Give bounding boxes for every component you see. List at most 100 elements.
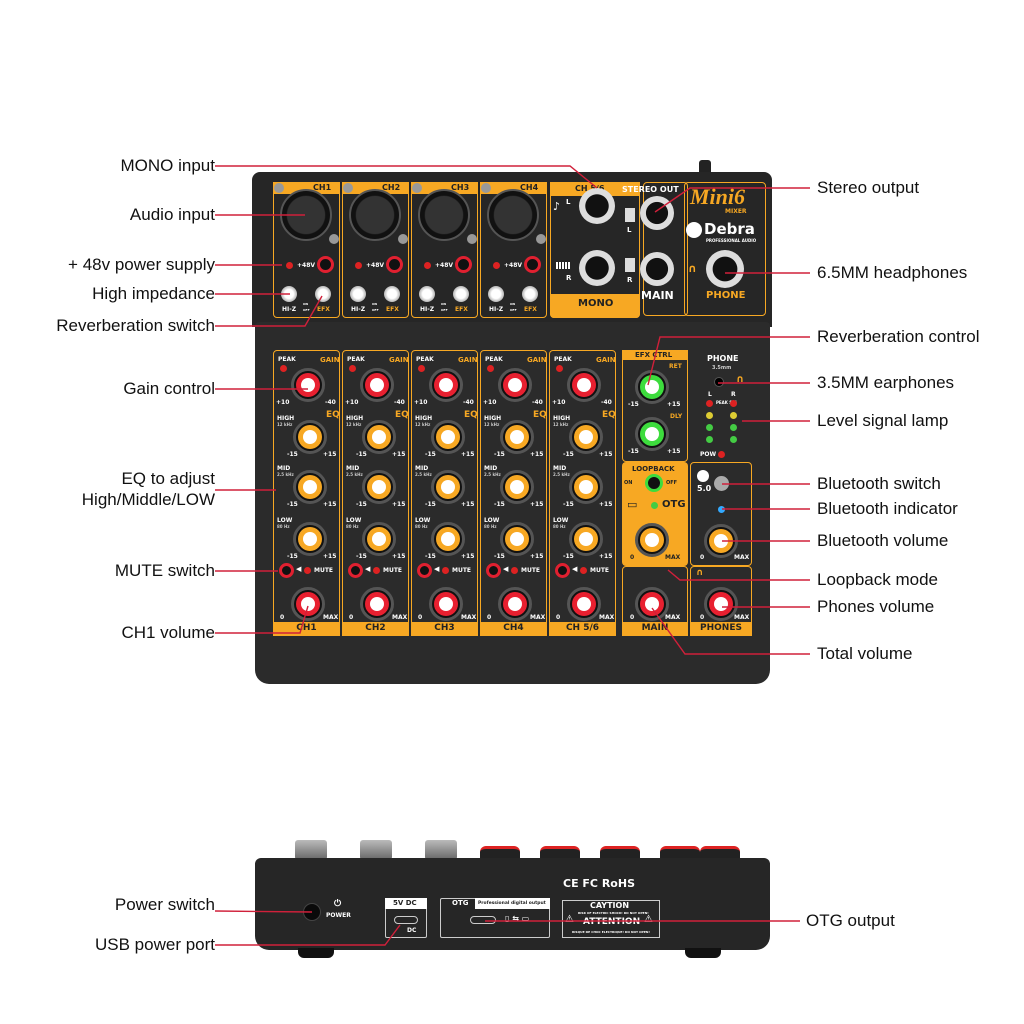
hiz-switch[interactable] [350,286,366,302]
eq-knob-low-center [372,532,386,546]
efx-switch[interactable] [315,286,331,302]
eq-min: -15 [425,451,436,458]
mono-l: L [566,198,571,206]
mute-button[interactable] [486,563,501,578]
callout-audio-input: Audio input [129,205,215,224]
phone-35-label: PHONE [707,354,739,363]
mono-jack-r[interactable] [579,250,615,286]
level-led-l [706,412,713,419]
band-freq: 2.5 kHz [277,472,294,477]
rear-knob-top [480,846,520,860]
callout-mute-switch: MUTE switch [114,561,215,580]
callout-reverb-switch: Reverberation switch [56,316,215,335]
level-led-l [706,424,713,431]
band-freq: 80 Hz [277,524,290,529]
vol-min: 0 [349,614,354,621]
mute-led [580,567,587,574]
vol-max: MAX [392,614,408,621]
eq-max: +15 [323,553,337,560]
channel-label: CH2 [382,183,401,192]
hiz-switch[interactable] [419,286,435,302]
eq-knob-mid-center [372,480,386,494]
meter-l: L [708,391,712,398]
efx-label: EFX [386,306,399,313]
screw-icon [343,183,353,193]
headphone-icon: ∩ [696,568,704,578]
vol-max: MAX [323,614,339,621]
band-name: MID [346,465,360,472]
phantom-led [286,262,293,269]
gain-knob-center [439,378,453,392]
callout-eq-adjust-2: High/Middle/LOW [81,490,215,509]
efx-label: EFX [524,306,537,313]
eq-knob-high-center [303,430,317,444]
eq-knob-mid-center [303,480,317,494]
usb-c-otg-port[interactable] [470,916,496,924]
main-out-l[interactable] [640,196,674,230]
eq-max: +15 [392,501,406,508]
mute-button[interactable] [555,563,570,578]
callout-mono-input: MONO input [120,156,215,175]
efx-on-label: ON [303,302,309,306]
gain-label: GAIN [458,356,478,364]
otg-label: OTG [662,499,686,510]
mute-button[interactable] [279,563,294,578]
efx-switch[interactable] [522,286,538,302]
efx-switch[interactable] [453,286,469,302]
vol-max: MAX [530,614,546,621]
keyboard-icon [556,262,570,269]
efx-max: +15 [667,401,681,408]
callout-earphones-35: 3.5MM earphones [817,373,955,392]
callout-reverb-control: Reverberation control [817,327,980,346]
phantom-button[interactable] [317,256,334,273]
phantom-button[interactable] [455,256,472,273]
channel-header [411,182,478,194]
mute-button[interactable] [348,563,363,578]
peak-label: PEAK [485,356,503,363]
gain-label: GAIN [320,356,340,364]
rear-jack-top [295,840,327,860]
eq-max: +15 [323,451,337,458]
phone-jack-35[interactable] [714,377,724,387]
callout-line [647,336,810,386]
channel-label: CH3 [451,183,470,192]
bluetooth-icon [697,470,709,482]
level-led-r [730,412,737,419]
band-freq: 12 kHz [346,422,362,427]
xlr-combo-jack[interactable] [349,189,401,241]
main-out-r[interactable] [640,252,674,286]
otg-label: OTG [452,899,469,907]
hiz-switch[interactable] [488,286,504,302]
mute-button[interactable] [417,563,432,578]
phone-jack-65[interactable] [706,250,744,288]
xlr-combo-jack[interactable] [418,189,470,241]
callout-bt-switch: Bluetooth switch [817,474,941,493]
phantom-button[interactable] [524,256,541,273]
xlr-combo-jack[interactable] [487,189,539,241]
bt-max: MAX [734,554,750,561]
gain-label: GAIN [389,356,409,364]
vol-min: 0 [487,614,492,621]
efx-on-label: ON [510,302,516,306]
efx-off-label: OFF [372,308,379,312]
bluetooth-switch[interactable] [714,476,729,491]
gain-min: +10 [345,399,359,406]
main-bar [622,622,688,636]
eq-min: -15 [563,451,574,458]
eq-max: +15 [530,501,544,508]
usb-c-power-port[interactable] [394,916,418,924]
eq-min: -15 [287,501,298,508]
screw-icon [467,234,477,244]
channel-header [273,182,340,194]
channel-name: CH2 [365,623,386,633]
eq-min: -15 [425,553,436,560]
efx-off-label: OFF [441,308,448,312]
maker-sub: PROFESSIONAL AUDIO [706,238,757,243]
mono-jack-l[interactable] [579,188,615,224]
efx-switch[interactable] [384,286,400,302]
gain-knob-center [370,378,384,392]
ph-max: MAX [734,614,750,621]
phantom-button[interactable] [386,256,403,273]
eq-max: +15 [461,451,475,458]
loopback-switch[interactable] [645,474,663,492]
